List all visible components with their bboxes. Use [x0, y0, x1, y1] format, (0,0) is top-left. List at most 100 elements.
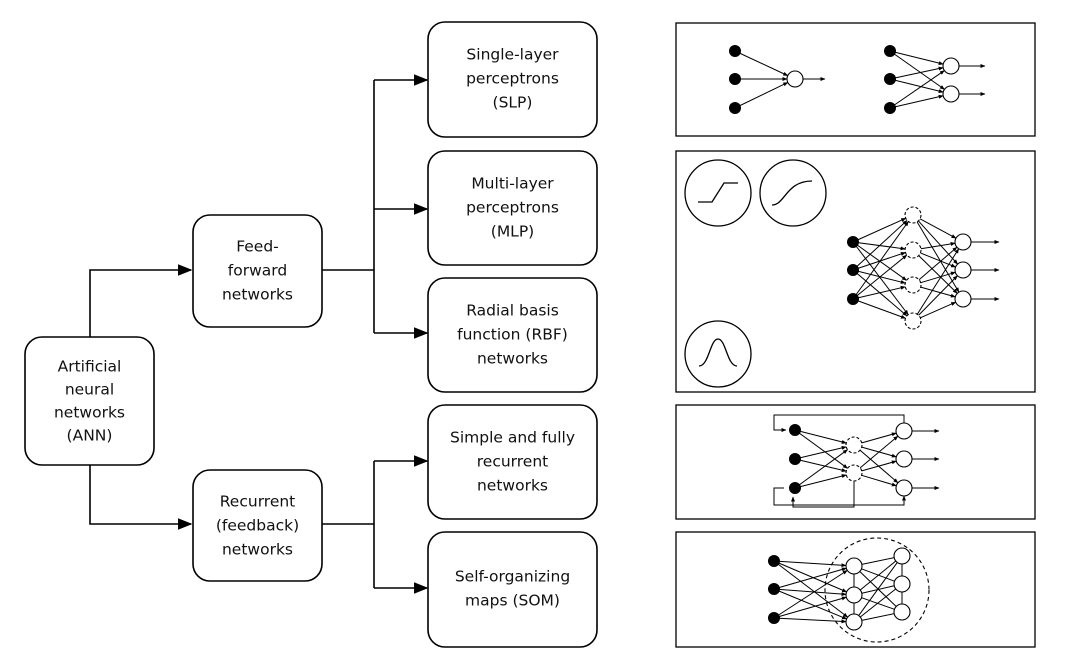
node-rec-line: networks: [222, 541, 293, 559]
output-neuron: [845, 586, 863, 604]
node-slp-line: (SLP): [493, 94, 533, 112]
node-recurrent: Recurrent (feedback) networks: [192, 469, 323, 582]
input-neuron: [789, 482, 801, 494]
hidden-neuron: [845, 464, 863, 482]
feedback-loop: [773, 487, 906, 506]
connection-line: [918, 275, 958, 316]
connection-line: [794, 474, 847, 489]
node-slp: Single-layer perceptrons (SLP): [427, 21, 598, 138]
connection-line: [852, 254, 908, 300]
connection-line: [852, 220, 908, 271]
input-neuron: [768, 612, 780, 624]
node-rbf-line: Radial basis: [466, 302, 559, 320]
connection-line: [794, 458, 847, 473]
node-feed-forward: Feed- forward networks: [192, 214, 323, 328]
input-neuron: [847, 264, 859, 276]
node-ann-line: networks: [54, 404, 125, 422]
connection-line: [859, 435, 899, 469]
connection-line: [794, 449, 848, 489]
connection-line: [773, 560, 847, 568]
connection-line: [919, 218, 957, 239]
output-neuron: [954, 290, 972, 308]
connection-line: [858, 562, 898, 616]
connection-line: [918, 255, 958, 294]
node-mlp-line: perceptrons: [466, 199, 559, 217]
feedback-loop: [773, 414, 905, 432]
connection-line: [889, 78, 944, 93]
output-neuron: [845, 557, 863, 575]
input-neuron: [884, 102, 896, 114]
connection-line: [794, 429, 848, 469]
hidden-neuron: [904, 312, 922, 330]
output-neuron: [942, 85, 960, 103]
connection-line: [916, 221, 960, 293]
connection-line: [794, 445, 847, 460]
connection-line: [852, 269, 906, 284]
connection-line: [889, 50, 944, 65]
connection-line: [889, 70, 945, 109]
output-neuron: [893, 603, 911, 621]
node-rbf: Radial basis function (RBF) networks: [427, 277, 598, 393]
hidden-neuron: [845, 436, 863, 454]
connectors: [89, 74, 429, 594]
input-neuron: [884, 73, 896, 85]
connection-line: [920, 242, 956, 250]
connection-line: [734, 50, 789, 77]
input-neuron: [729, 102, 741, 114]
input-neuron: [768, 583, 780, 595]
connector-ann-to-rec: [89, 465, 193, 530]
output-neuron: [893, 547, 911, 565]
input-neuron: [768, 555, 780, 567]
node-mlp-line: (MLP): [491, 223, 534, 241]
connection-line: [773, 596, 847, 619]
connection-line: [773, 617, 847, 624]
panel-som: [675, 531, 1036, 648]
hidden-neuron: [904, 276, 922, 294]
connection-line: [861, 460, 897, 472]
node-som-line: Self-organizing: [455, 568, 570, 586]
activation-step-icon: [684, 159, 752, 227]
input-neuron: [729, 73, 741, 85]
connection-line: [861, 557, 895, 565]
connection-line: [889, 66, 944, 80]
panel-slp: [675, 22, 1036, 137]
activation-gaussian-icon: [684, 320, 752, 388]
node-slp-line: Single-layer: [466, 46, 559, 64]
connection-line: [859, 560, 897, 591]
connection-line: [773, 588, 848, 620]
connection-line: [852, 285, 906, 300]
feedback-loop: [791, 481, 855, 508]
panel-mlp-rbf: [675, 150, 1036, 393]
output-neuron: [893, 575, 911, 593]
connection-line: [889, 94, 944, 109]
hidden-neuron: [904, 206, 922, 224]
node-simple-line: Simple and fully: [450, 429, 575, 447]
node-rbf-line: networks: [477, 350, 548, 368]
output-neuron: [895, 450, 913, 468]
connection-line: [918, 246, 958, 281]
output-neuron: [954, 261, 972, 279]
node-ff-line: networks: [222, 286, 293, 304]
output-neuron: [942, 57, 960, 75]
node-som-line: maps (SOM): [465, 592, 560, 610]
node-simple-recurrent: Simple and fully recurrent networks: [427, 404, 598, 520]
connection-line: [859, 588, 897, 618]
node-ann-line: (ANN): [67, 427, 113, 445]
connection-line: [920, 286, 956, 298]
output-neuron: [895, 479, 913, 497]
node-ff-line: Feed-: [236, 238, 279, 256]
connection-line: [861, 474, 897, 487]
connection-line: [852, 221, 909, 300]
connection-line: [916, 248, 960, 315]
connection-line: [861, 613, 895, 621]
connection-line: [773, 560, 849, 618]
input-neuron: [847, 236, 859, 248]
input-neuron: [884, 45, 896, 57]
node-ann-line: Artificial: [58, 358, 122, 376]
node-simple-line: recurrent: [477, 453, 548, 471]
connection-line: [861, 432, 897, 444]
connection-line: [920, 271, 956, 284]
connection-line: [773, 588, 847, 597]
activation-sigmoid-icon: [759, 159, 827, 227]
